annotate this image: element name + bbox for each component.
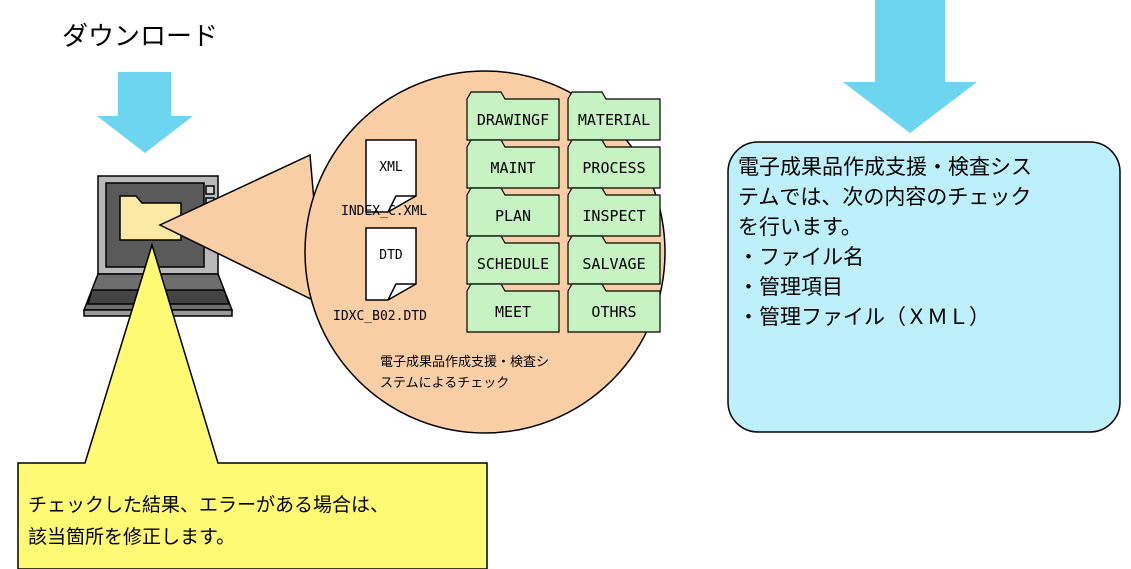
check-items-list: ・ファイル名 ・管理項目 ・管理ファイル（ＸＭＬ） [738, 242, 1110, 332]
folder-label-maint: MAINT [490, 159, 536, 177]
info-line-1: 電子成果品作成支援・検査シス [738, 155, 1032, 179]
circle-caption-line-2: ステムによるチェック [380, 376, 510, 391]
folder-label-drawingf: DRAWINGF [476, 111, 550, 129]
folder-label-schedule: SCHEDULE [476, 255, 550, 273]
xml-file-icon [365, 139, 417, 213]
folder-othrs [567, 283, 661, 333]
check-item: ・管理項目 [738, 275, 843, 299]
dtd-file-icon [365, 227, 417, 301]
circle-caption-line-1: 電子成果品作成支援・検査シ [380, 355, 550, 370]
xml-file-name: INDEX_C.XML [341, 204, 428, 219]
folders-right-column [567, 91, 661, 333]
folder-label-salvage: SALVAGE [582, 255, 646, 273]
check-item: ・管理ファイル（ＸＭＬ） [738, 305, 990, 329]
check-item: ・ファイル名 [738, 245, 864, 269]
folder-label-inspect: INSPECT [582, 207, 646, 225]
folder-label-material: MATERIAL [577, 111, 651, 129]
dtd-file-text: DTD [379, 248, 403, 263]
folder-meet [466, 283, 560, 333]
note-callout [17, 242, 488, 569]
folder-label-process: PROCESS [582, 159, 646, 177]
info-line-2: テムでは、次の内容のチェック [738, 185, 1032, 209]
circle-caption: 電子成果品作成支援・検査シ ステムによるチェック [380, 352, 620, 394]
note-line-1: チェックした結果、エラーがある場合は、 [28, 494, 390, 516]
folder-label-othrs: OTHRS [591, 303, 637, 321]
dtd-file-name: IDXC_B02.DTD [333, 309, 427, 324]
down-arrow-right [843, 0, 977, 133]
folder-label-meet: MEET [494, 303, 532, 321]
down-arrow-download [97, 72, 193, 153]
download-label: ダウンロード [62, 22, 219, 52]
folders-left-column [466, 91, 560, 333]
info-box-text: 電子成果品作成支援・検査シス テムでは、次の内容のチェック を行います。 ・ファ… [738, 152, 1110, 332]
folder-icon [119, 195, 182, 241]
xml-file-text: XML [379, 160, 403, 175]
folder-label-plan: PLAN [494, 207, 532, 225]
info-box [727, 141, 1121, 433]
note-text: チェックした結果、エラーがある場合は、 該当箇所を修正します。 [28, 489, 488, 553]
info-line-3: を行います。 [738, 215, 862, 239]
note-line-2: 該当箇所を修正します。 [28, 526, 236, 548]
